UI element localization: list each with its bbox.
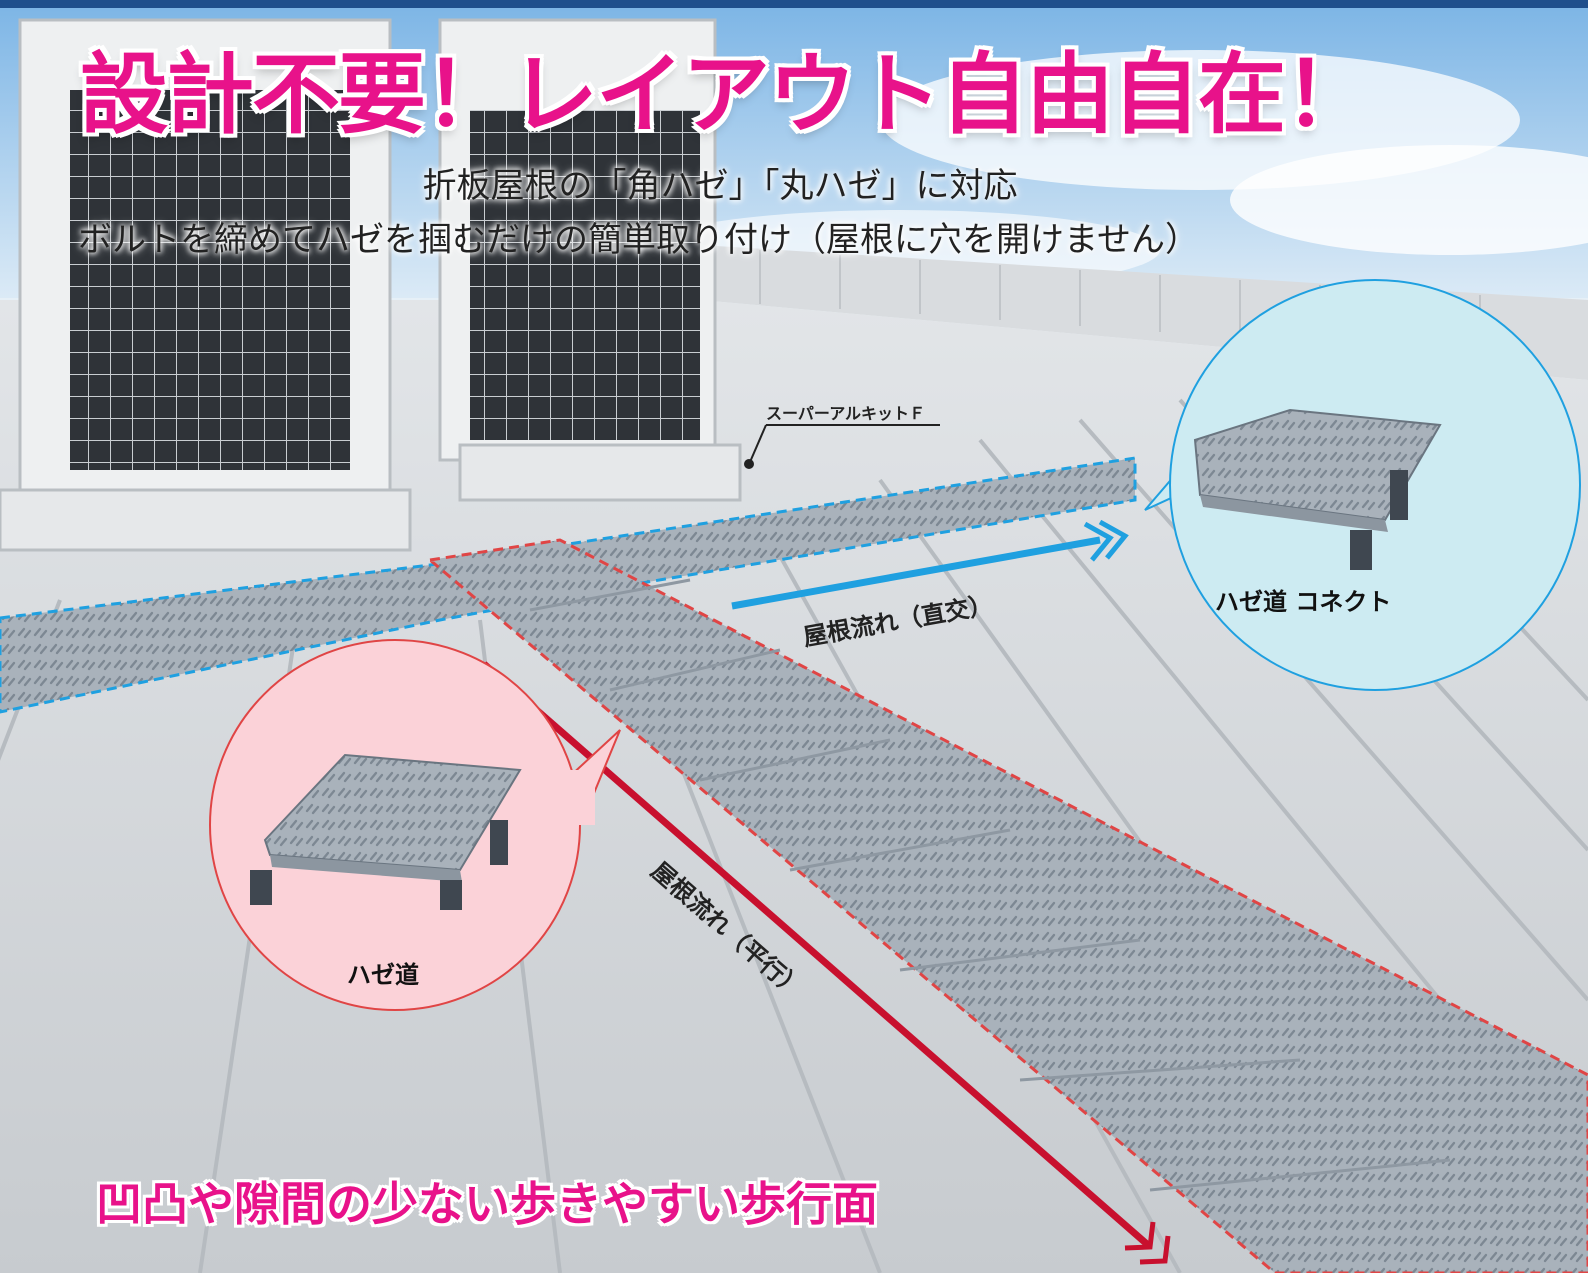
product-label-leader xyxy=(749,424,767,463)
callout-bubble-connect xyxy=(1144,279,1581,691)
headline: 設計不要！レイアウト自由自在！ xyxy=(80,43,1372,146)
product-label-super-alkit-f: スーパーアルキットＦ xyxy=(766,404,926,423)
product-label-dot xyxy=(744,459,754,469)
walkway-parallel xyxy=(426,538,1588,1273)
callout-bubble-hazemichi xyxy=(209,639,621,1011)
label-hazemichi-connect: ハゼ道 コネクト xyxy=(1215,588,1392,616)
bottom-copy: 凹凸や隙間の少ない歩きやすい歩行面 xyxy=(96,1177,878,1231)
walkway-panel-joints xyxy=(529,578,1451,1192)
subheadline-installation: ボルトを締めてハゼを掴むだけの簡単取り付け（屋根に穴を開けません） xyxy=(78,220,1199,260)
air-conditioner-left xyxy=(0,18,412,552)
arrow-perpendicular xyxy=(731,536,1101,610)
label-hazemichi: ハゼ道 xyxy=(347,961,419,989)
top-bar xyxy=(0,0,1588,8)
air-conditioner-right xyxy=(438,18,742,502)
subheadline-compatibility: 折板屋根の「角ハゼ」「丸ハゼ」に対応 xyxy=(422,166,1018,206)
